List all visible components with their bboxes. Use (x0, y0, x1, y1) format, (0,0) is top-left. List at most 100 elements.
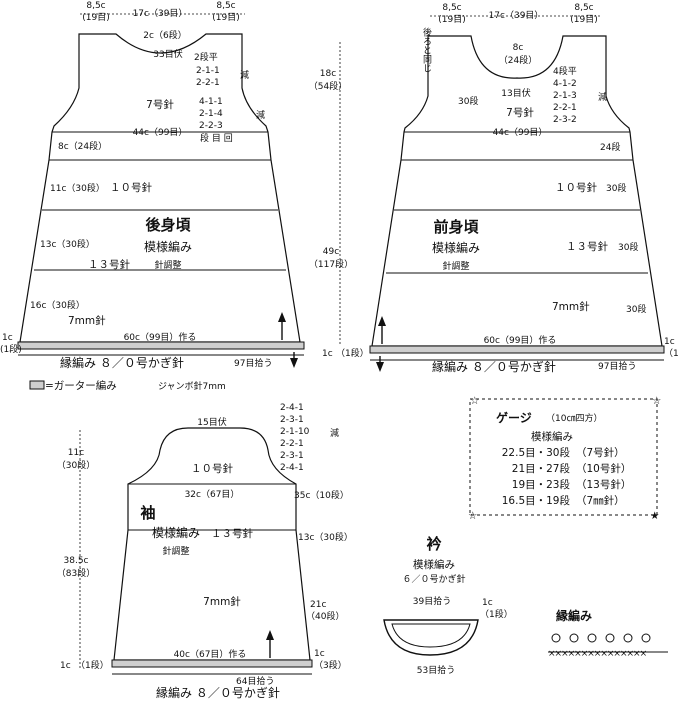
sleeve-cap-height: 11c (68, 448, 84, 458)
back-body-length: 49c (323, 247, 339, 257)
legend-garter: =ガーター編み (45, 379, 117, 392)
sleeve-needle-13: １３号針 (211, 527, 253, 540)
back-shoulder-left-rows: (19目) (82, 12, 109, 23)
sleeve-needle-adjust: 針調整 (162, 545, 189, 557)
front-hem-left: 1c (322, 349, 333, 359)
front-hem-right-rows: （1段） (664, 347, 679, 359)
front-body-diagram: 8,5c (19目) 17c（39目） 8,5c (19目) 後ろと同じ 8c … (322, 3, 679, 374)
gauge-row-2-stitches: 19目・23段 (512, 478, 571, 491)
front-sec4: 30段 (626, 303, 646, 315)
back-shoulder-right: 8,5c (216, 1, 235, 11)
gauge-row-1-stitches: 21目・27段 (512, 462, 571, 475)
front-neck-depth-rows: （24段） (499, 54, 537, 66)
back-neck-depth: 2c（6段） (143, 29, 186, 41)
sleeve-sec-35: 35c（10段） (294, 489, 349, 501)
collar-diagram: 衿 模様編み ６／０号かぎ針 39目拾う 1c （1段） 53目拾う (383, 535, 513, 676)
gauge-corner-star-bl: ☆ (468, 510, 477, 522)
sleeve-needle-7mm: 7mm針 (203, 595, 241, 608)
sleeve-length-rows: （83段） (57, 567, 95, 579)
back-neck-width: 17c（39目） (133, 8, 188, 19)
front-body-outline (371, 35, 663, 347)
back-sec2-needle: １０号針 (110, 181, 152, 194)
back-neck-dec-mark: 減 (240, 69, 249, 81)
collar-pickup-bottom: 53目拾う (417, 664, 455, 676)
garter-swatch (29, 380, 45, 390)
gauge-box: ☆ ☆ ☆ ★ ゲージ （10㎝四方） 模様編み 22.5目・30段 （7号針）… (468, 395, 661, 522)
front-same-as-back: 後ろと同じ (421, 26, 432, 72)
sleeve-width-32: 32c（67目） (185, 489, 240, 500)
front-neck-flat: 4段平 (553, 65, 577, 77)
front-pattern: 模様編み (432, 240, 480, 255)
collar-outer (383, 619, 479, 656)
sleeve-cap-dec-4: 2-3-1 (280, 451, 304, 461)
back-hem-left-rows: (1段) (0, 343, 22, 355)
gauge-row-0-needle: （7号針） (576, 446, 625, 459)
back-armhole-dec-mark: 減 (256, 109, 265, 121)
front-neck-dec-2: 2-2-1 (553, 103, 577, 113)
back-sec3-needle: １３号針 (88, 258, 130, 271)
front-rows30: 30段 (458, 95, 478, 107)
front-neck-dec-mark: 減 (598, 91, 607, 103)
gauge-row-0-stitches: 22.5目・30段 (502, 446, 571, 459)
front-sec2: 30段 (606, 182, 626, 194)
collar-pattern: 模様編み (413, 558, 455, 571)
front-edging: 縁編み ８／０号かぎ針 (432, 359, 556, 374)
sleeve-cap-dec-5: 2-4-1 (280, 463, 304, 473)
gauge-unit: （10㎝四方） (546, 412, 602, 424)
back-pattern: 模様編み (144, 239, 192, 254)
back-armhole-dec-0: 4-1-1 (199, 97, 223, 107)
front-hem-left-rows: （1段） (336, 347, 369, 359)
sleeve-cap-dec-1: 2-3-1 (280, 415, 304, 425)
front-pickup: 97目拾う (598, 360, 636, 372)
back-garter-band (17, 341, 305, 350)
collar-depth-rows: （1段） (480, 608, 513, 620)
back-body-diagram: 8,5c (19目) 17c（39目） 8,5c (19目) 2c（6段） 33… (0, 1, 353, 370)
front-width-60: 60c（99目）作る (484, 334, 557, 346)
gauge-corner-star-tl: ☆ (470, 395, 479, 407)
back-neck-dec-1: 2-1-1 (196, 66, 220, 76)
front-shoulder-right: 8,5c (574, 3, 593, 13)
back-armhole-dec-1: 2-1-4 (199, 109, 223, 119)
sleeve-hem-right-rows: （3段） (314, 659, 347, 671)
back-sec4-needle: 7mm針 (68, 314, 106, 327)
back-sec1: 8c（24段） (58, 140, 107, 152)
back-dec-legend: 段 目 回 (200, 132, 233, 144)
front-sec4-needle: 7mm針 (552, 300, 590, 313)
front-bind13: 13目伏 (501, 87, 530, 99)
sleeve-cap-height-rows: （30段） (57, 459, 95, 471)
sleeve-cap-dec-0: 2-4-1 (280, 403, 304, 413)
collar-hook: ６／０号かぎ針 (402, 573, 465, 585)
front-neck-dec-0: 4-1-2 (553, 79, 577, 89)
sleeve-cap-dec-3: 2-2-1 (280, 439, 304, 449)
sleeve-needle-10: １０号針 (191, 462, 233, 475)
back-edging: 縁編み ８／０号かぎ針 (60, 355, 184, 370)
edging-picot-row (551, 633, 651, 643)
collar-title: 衿 (426, 535, 441, 553)
sleeve-pattern: 模様編み (152, 525, 200, 540)
front-sec3-needle: １３号針 (566, 240, 608, 253)
sleeve-title: 袖 (140, 504, 155, 522)
sleeve-cap-dec-mark: 減 (330, 427, 339, 439)
front-neck-dec-1: 2-1-3 (553, 91, 577, 101)
front-neck-width: 17c（39目） (489, 10, 544, 21)
back-sec2: 11c（30段） (50, 182, 105, 194)
collar-inner (391, 623, 471, 648)
sleeve-hem-left-rows: （1段） (76, 659, 109, 671)
front-sec3: 30段 (618, 241, 638, 253)
sleeve-diagram: 11c （30段） 15目伏 2-4-1 2-3-1 2-1-10 2-2-1 … (57, 403, 353, 700)
garter-legend: =ガーター編み ジャンボ針7mm (29, 379, 226, 392)
front-sec1: 24段 (600, 141, 620, 153)
back-pickup: 97目拾う (234, 357, 272, 369)
sleeve-edging: 縁編み ８／０号かぎ針 (156, 685, 280, 700)
sleeve-length: 38.5c (64, 556, 89, 566)
back-hem-left: 1c (2, 333, 13, 343)
edging-sc-row: ××××××××××××××× (548, 649, 647, 659)
front-needle-adjust: 針調整 (442, 260, 469, 272)
back-width-44: 44c（99目） (133, 127, 188, 138)
back-neck-dec-0: 2段平 (194, 51, 218, 63)
sleeve-garter-band (111, 659, 313, 668)
sleeve-hem-left: 1c (60, 661, 71, 671)
front-shoulder-left-rows: (19目) (438, 14, 465, 25)
edging-chart-title: 縁編み (556, 608, 592, 623)
